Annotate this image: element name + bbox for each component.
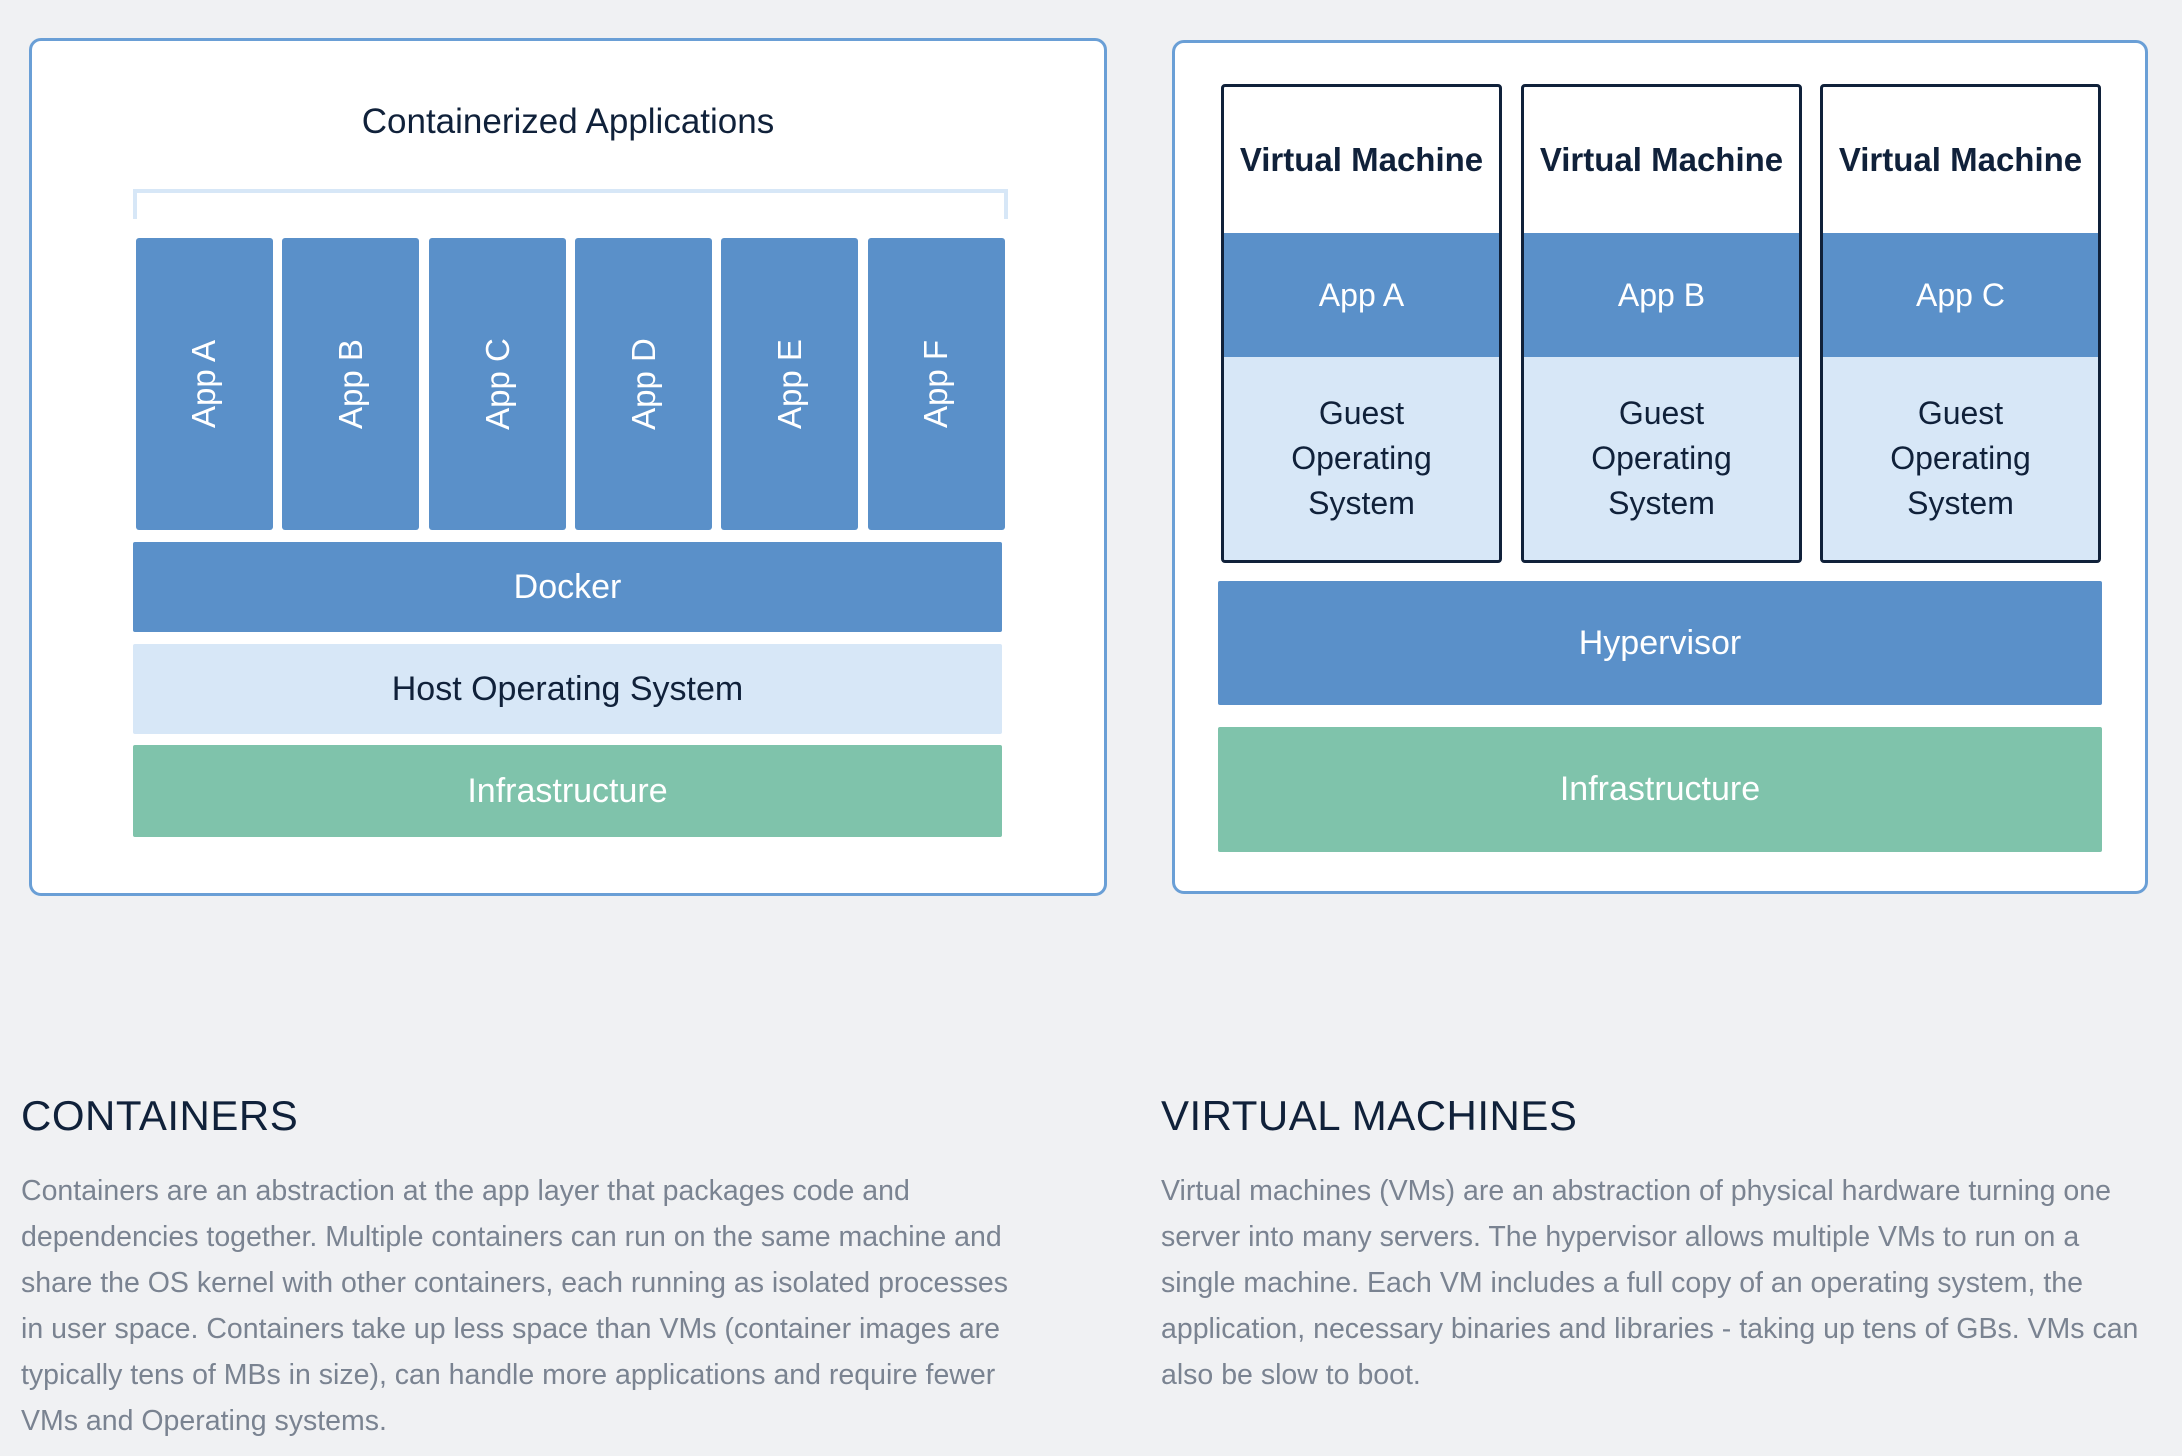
vm-app-layer: App C	[1823, 233, 2098, 357]
guest-os-layer: Guest Operating System	[1524, 357, 1799, 560]
app-label: App C	[478, 338, 516, 430]
app-label: App B	[331, 339, 369, 429]
containers-diagram-panel: Containerized Applications App A App B A…	[29, 38, 1107, 896]
app-label: App D	[624, 338, 662, 430]
vm-app-layer: App A	[1224, 233, 1499, 357]
virtual-machine-box: Virtual Machine App B Guest Operating Sy…	[1521, 84, 1802, 563]
vm-app-layer: App B	[1524, 233, 1799, 357]
virtual-machine-box: Virtual Machine App A Guest Operating Sy…	[1221, 84, 1502, 563]
vms-description: Virtual machines (VMs) are an abstractio…	[1161, 1175, 2139, 1391]
hypervisor-layer: Hypervisor	[1218, 581, 2102, 705]
app-column: App B	[282, 238, 419, 530]
vm-title: Virtual Machine	[1239, 141, 1484, 178]
app-column: App D	[575, 238, 712, 530]
app-label: App A	[185, 339, 223, 429]
apps-bracket	[133, 189, 1008, 219]
host-os-layer: Host Operating System	[133, 644, 1002, 734]
virtual-machines-heading: VIRTUAL MACHINES	[1161, 1092, 1578, 1139]
app-column: App C	[429, 238, 566, 530]
vms-diagram-panel: Virtual Machine App A Guest Operating Sy…	[1172, 40, 2148, 894]
app-column: App A	[136, 238, 273, 530]
vm-title: Virtual Machine	[1838, 141, 2083, 178]
containers-heading: CONTAINERS	[21, 1092, 299, 1139]
app-label: App F	[917, 339, 955, 429]
guest-os-layer: Guest Operating System	[1823, 357, 2098, 560]
app-column: App E	[721, 238, 858, 530]
containers-description: Containers are an abstraction at the app…	[21, 1175, 1008, 1437]
app-label: App E	[770, 339, 808, 429]
guest-os-layer: Guest Operating System	[1224, 357, 1499, 560]
app-column: App F	[868, 238, 1005, 530]
virtual-machine-box: Virtual Machine App C Guest Operating Sy…	[1820, 84, 2101, 563]
docker-layer: Docker	[133, 542, 1002, 632]
containerized-applications-title: Containerized Applications	[361, 102, 775, 141]
vm-infrastructure-layer: Infrastructure	[1218, 727, 2102, 852]
infrastructure-layer: Infrastructure	[133, 745, 1002, 837]
vm-title: Virtual Machine	[1539, 141, 1784, 178]
